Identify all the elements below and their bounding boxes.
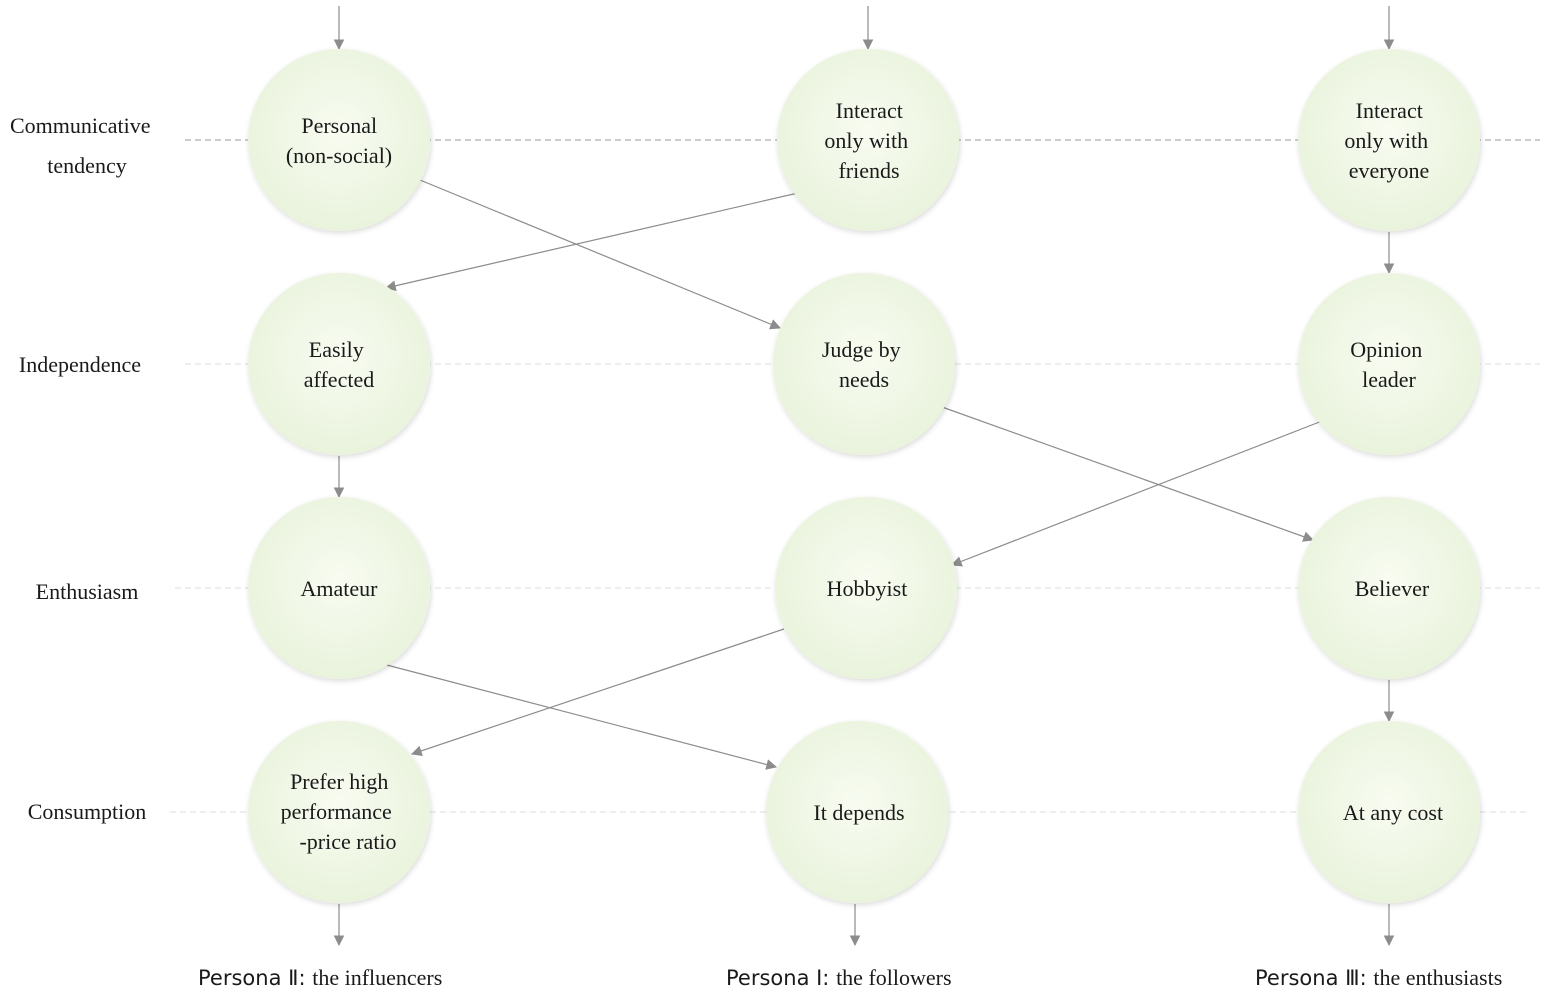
node-circle — [248, 497, 430, 679]
node-label: Prefer high performance -price ratio — [281, 769, 398, 854]
node-label: It depends — [813, 800, 904, 825]
persona-caption-influencers: Persona Ⅱ: the influencers — [198, 965, 442, 990]
node-circle — [766, 721, 948, 903]
node-circle — [1298, 721, 1480, 903]
diagonal-arrows — [382, 179, 1323, 770]
node-label: Opinion leader — [1350, 337, 1428, 392]
node-label: Amateur — [301, 576, 379, 601]
arrow-friends-to-affected — [384, 192, 799, 292]
node-it-depends: It depends — [766, 721, 948, 903]
row-label-consumption: Consumption — [28, 799, 147, 824]
persona-caption-enthusiasts: Persona Ⅲ: the enthusiasts — [1255, 965, 1502, 990]
node-circle — [1298, 273, 1480, 455]
node-circle — [1298, 49, 1480, 231]
arrow-hobbyist-to-pricevalue — [410, 628, 785, 757]
arrow-personal-to-judge — [419, 179, 781, 330]
arrow-judge-to-believer — [941, 406, 1315, 542]
node-label: At any cost — [1343, 800, 1443, 825]
node-hobbyist: Hobbyist — [775, 497, 957, 679]
node-circle — [1298, 497, 1480, 679]
node-circle — [248, 273, 430, 455]
node-circle — [777, 49, 959, 231]
node-amateur: Amateur — [248, 497, 430, 679]
node-circle — [773, 273, 955, 455]
persona-caption-followers: Persona Ⅰ: the followers — [726, 965, 952, 990]
node-label: Personal (non-social) — [286, 113, 392, 168]
node-label: Judge by needs — [822, 337, 906, 392]
node-circle — [248, 721, 430, 903]
node-at-any-cost: At any cost — [1298, 721, 1480, 903]
node-believer: Believer — [1298, 497, 1480, 679]
node-label: Hobbyist — [827, 576, 908, 601]
row-label-independence: Independence — [19, 352, 141, 377]
node-price-ratio: Prefer high performance -price ratio — [248, 721, 430, 903]
node-label: Easily affected — [304, 337, 374, 392]
node-interact-friends: Interact only with friends — [777, 49, 959, 231]
node-personal: Personal (non-social) — [248, 49, 430, 231]
node-label: Interact only with everyone — [1344, 98, 1433, 183]
node-easily-affected: Easily affected — [248, 273, 430, 455]
node-label: Interact only with friends — [824, 98, 913, 183]
node-label: Believer — [1355, 576, 1430, 601]
row-label-enthusiasm: Enthusiasm — [36, 579, 139, 604]
node-interact-everyone: Interact only with everyone — [1298, 49, 1480, 231]
vertical-arrows — [333, 6, 1395, 947]
arrow-opinion-to-hobbyist — [950, 420, 1323, 567]
row-label-communicative-tendency: Communicative tendency — [10, 113, 156, 178]
node-judge-by-needs: Judge by needs — [773, 273, 955, 455]
arrow-amateur-to-depends — [382, 663, 778, 770]
node-circle — [775, 497, 957, 679]
node-opinion-leader: Opinion leader — [1298, 273, 1480, 455]
node-circle — [248, 49, 430, 231]
